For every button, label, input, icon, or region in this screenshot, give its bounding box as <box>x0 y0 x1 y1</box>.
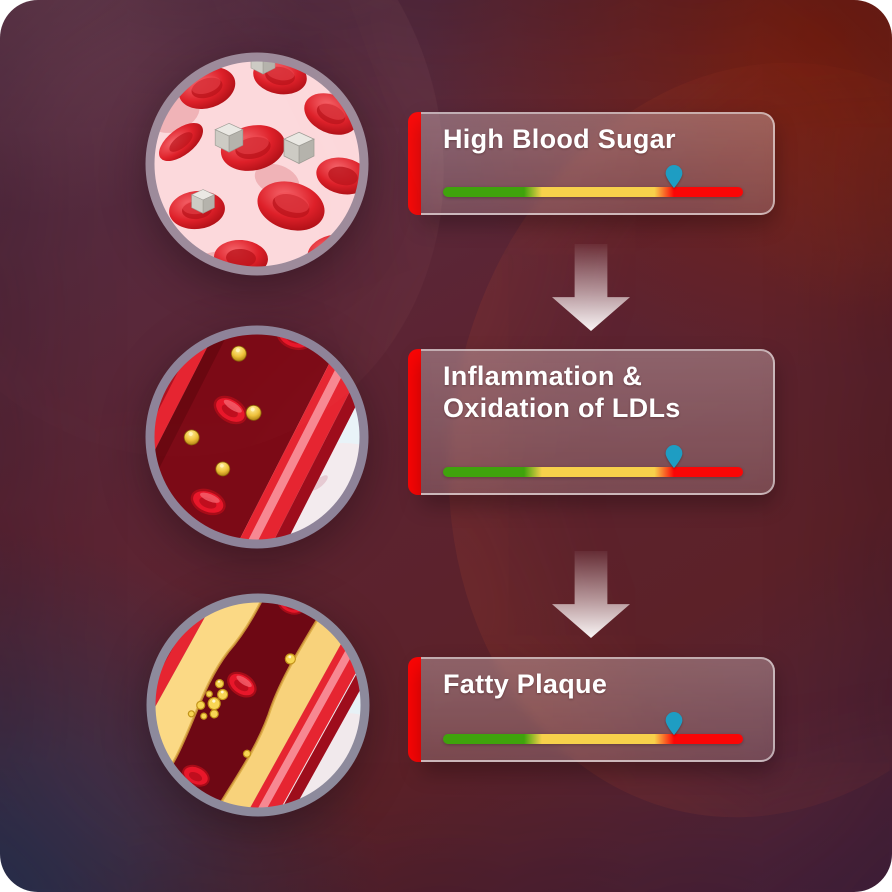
severity-marker-pin-icon <box>665 712 683 735</box>
stage-3-title: Fatty Plaque <box>443 669 743 701</box>
severity-marker-pin-icon <box>665 165 683 188</box>
circle-ring <box>145 52 369 276</box>
severity-bar-area <box>443 165 743 197</box>
severity-gradient-bar <box>443 187 743 197</box>
title-line: Inflammation & <box>443 361 643 391</box>
stage-3-card: Fatty Plaque <box>408 657 775 762</box>
card-body: High Blood Sugar <box>421 112 775 215</box>
card-red-accent-bar <box>408 112 421 215</box>
circle-ring <box>146 593 370 817</box>
stage-2-title: Inflammation & Oxidation of LDLs <box>443 361 743 424</box>
red-blood-cells-sugar-cubes-illustration <box>145 52 369 276</box>
severity-gradient-bar <box>443 467 743 477</box>
stage-1-title: High Blood Sugar <box>443 124 743 156</box>
title-line: Fatty Plaque <box>443 669 608 699</box>
severity-bar-area <box>443 445 743 477</box>
stage-3-illustration-circle <box>146 593 370 817</box>
stage-1-illustration-circle <box>145 52 369 276</box>
severity-gradient-bar <box>443 734 743 744</box>
severity-bar-area <box>443 712 743 744</box>
card-body: Fatty Plaque <box>421 657 775 762</box>
title-line: High Blood Sugar <box>443 124 676 154</box>
down-arrow-icon <box>552 551 630 638</box>
card-red-accent-bar <box>408 657 421 762</box>
stage-1-card: High Blood Sugar <box>408 112 775 215</box>
down-arrow-icon <box>552 244 630 331</box>
circle-ring <box>145 325 369 549</box>
card-red-accent-bar <box>408 349 421 495</box>
severity-marker-pin-icon <box>665 445 683 468</box>
card-body: Inflammation & Oxidation of LDLs <box>421 349 775 495</box>
artery-with-ldl-particles-illustration <box>145 325 369 549</box>
artery-fatty-plaque-illustration <box>146 593 370 817</box>
stage-2-illustration-circle <box>145 325 369 549</box>
title-line: Oxidation of LDLs <box>443 392 681 423</box>
stage-2-card: Inflammation & Oxidation of LDLs <box>408 349 775 495</box>
